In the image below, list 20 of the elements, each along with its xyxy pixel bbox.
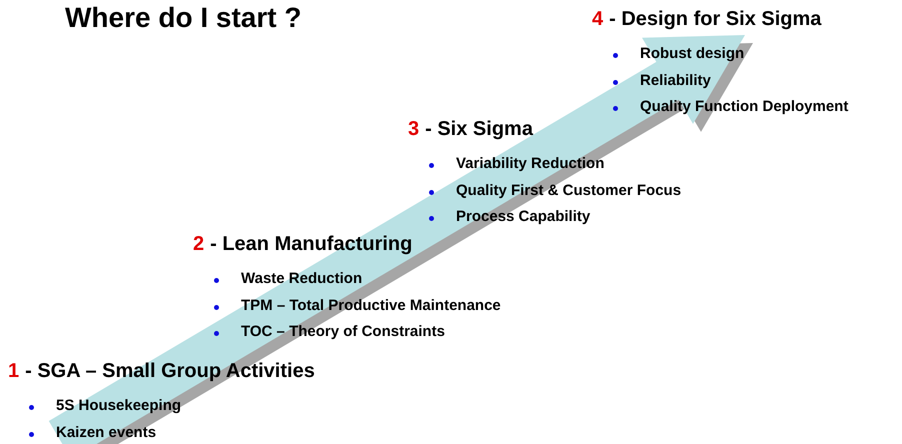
bullet-item: Quality Function Deployment (640, 98, 848, 115)
step-heading: - Lean Manufacturing (210, 233, 412, 256)
step-number: 3 (408, 118, 420, 141)
bullet-item: TPM – Total Productive Maintenance (241, 296, 501, 314)
bullet-item: Robust design (640, 45, 744, 62)
step-heading: - Design for Six Sigma (609, 8, 822, 31)
bullet-item: Kaizen events (56, 424, 156, 440)
step-number: 2 (193, 233, 204, 256)
bullet-item: Variability Reduction (456, 155, 604, 172)
step-number: 1 (8, 360, 20, 383)
bullet-item: Waste Reduction (241, 270, 362, 287)
bullet-item: Quality First & Customer Focus (456, 182, 682, 198)
bullet-item: TOC – Theory of Constraints (241, 323, 445, 340)
bullet-item: 5S Housekeeping (56, 397, 182, 414)
step-heading: - SGA – Small Group Activities (25, 360, 315, 383)
step-number: 4 (592, 8, 604, 31)
bullet-item: Reliability (640, 72, 711, 88)
title: Where do I start ? (65, 2, 302, 34)
step-heading: - Six Sigma (425, 118, 533, 141)
bullet-item: Process Capability (456, 208, 590, 225)
